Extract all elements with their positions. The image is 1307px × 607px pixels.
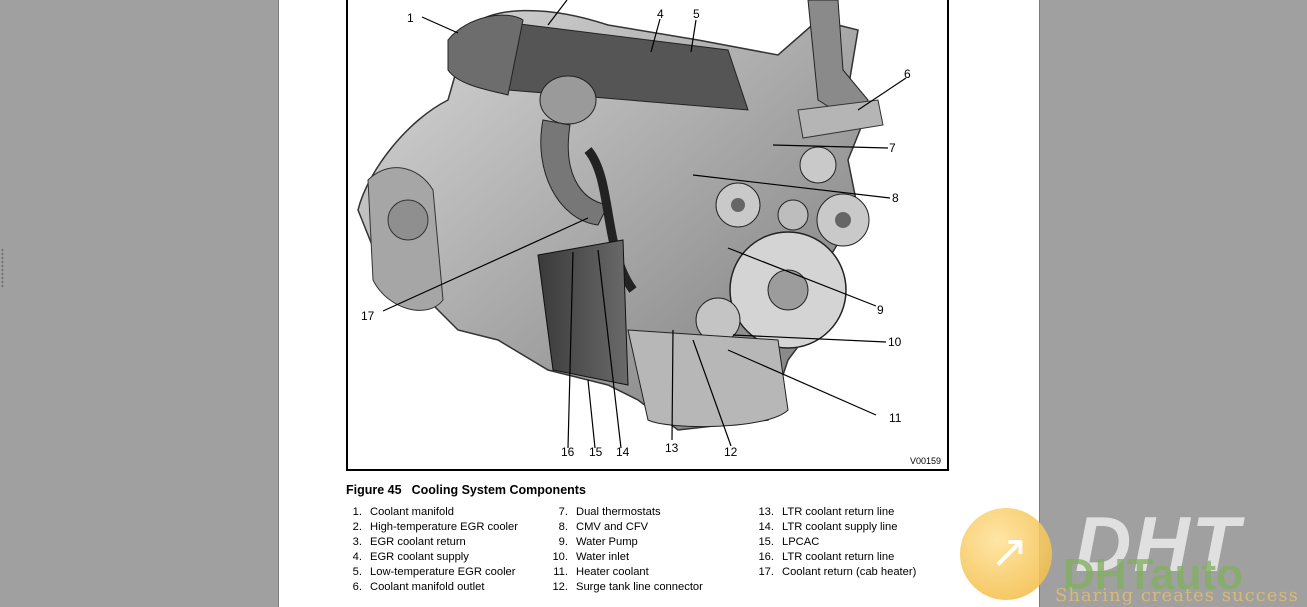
legend-number: 2. xyxy=(352,521,362,533)
callout-4: 4 xyxy=(657,7,664,21)
legend-text: EGR coolant supply xyxy=(370,551,469,563)
callout-12: 12 xyxy=(724,445,738,459)
legend-number: 10. xyxy=(552,551,568,563)
legend-item: 10. Water inlet xyxy=(546,550,703,565)
logo-circle: ↗ xyxy=(960,508,1052,600)
legend-item: 4. EGR coolant supply xyxy=(340,550,518,565)
callout-16: 16 xyxy=(561,445,575,459)
callout-7: 7 xyxy=(889,141,896,155)
legend-number: 8. xyxy=(558,521,568,533)
callout-1: 1 xyxy=(407,11,414,25)
legend-text: Coolant manifold outlet xyxy=(370,581,485,593)
legend-item: 8. CMV and CFV xyxy=(546,520,703,535)
viewer-right-margin xyxy=(1040,0,1307,607)
arrow-up-right-icon: ↗ xyxy=(990,525,1029,577)
legend-item: 2. High-temperature EGR cooler xyxy=(340,520,518,535)
legend-number: 14. xyxy=(758,521,774,533)
legend-text: LTR coolant return line xyxy=(782,551,895,563)
legend-text: LPCAC xyxy=(782,536,820,548)
legend-item: 17. Coolant return (cab heater) xyxy=(752,565,916,580)
legend-text: Surge tank line connector xyxy=(576,581,703,593)
callout-9: 9 xyxy=(877,303,884,317)
callout-13: 13 xyxy=(665,441,679,455)
legend-text: Coolant return (cab heater) xyxy=(782,566,917,578)
legend-text: LTR coolant supply line xyxy=(782,521,898,533)
callout-6: 6 xyxy=(904,67,911,81)
legend-number: 1. xyxy=(352,506,362,518)
legend-text: CMV and CFV xyxy=(576,521,649,533)
legend-item: 1. Coolant manifold xyxy=(340,505,518,520)
callout-15: 15 xyxy=(589,445,603,459)
legend-number: 13. xyxy=(758,506,774,518)
legend-text: Low-temperature EGR cooler xyxy=(370,566,516,578)
legend-column-3: 13. LTR coolant return line 14. LTR coolan… xyxy=(752,505,916,580)
legend-item: 15. LPCAC xyxy=(752,535,916,550)
legend-item: 13. LTR coolant return line xyxy=(752,505,916,520)
legend-item: 6. Coolant manifold outlet xyxy=(340,580,518,595)
legend-number: 15. xyxy=(758,536,774,548)
legend-item: 14. LTR coolant supply line xyxy=(752,520,916,535)
legend-number: 6. xyxy=(352,581,362,593)
legend-number: 7. xyxy=(558,506,568,518)
legend-number: 16. xyxy=(758,551,774,563)
callout-10: 10 xyxy=(888,335,902,349)
legend-item: 5. Low-temperature EGR cooler xyxy=(340,565,518,580)
callout-11: 11 xyxy=(889,411,902,425)
legend-item: 9. Water Pump xyxy=(546,535,703,550)
legend-number: 12. xyxy=(552,581,568,593)
engine-illustration xyxy=(357,0,907,449)
watermark-brand: DHT xyxy=(1063,550,1151,599)
legend-column-1: 1. Coolant manifold 2. High-temperature EG… xyxy=(340,505,518,595)
legend-number: 5. xyxy=(352,566,362,578)
engine-figure: 1 4 5 6 7 8 9 10 11 12 13 14 15 16 17 V0… xyxy=(346,0,949,471)
legend-text: Water inlet xyxy=(576,551,630,563)
legend-text: EGR coolant return xyxy=(370,536,466,548)
legend-item: 3. EGR coolant return xyxy=(340,535,518,550)
caption-title: Cooling System Components xyxy=(411,483,586,497)
watermark-small-text: DHTauto xyxy=(1063,550,1243,600)
legend-text: LTR coolant return line xyxy=(782,506,895,518)
legend-column-2: 7. Dual thermostats 8. CMV and CFV 9. Water… xyxy=(546,505,703,595)
legend-item: 11. Heater coolant xyxy=(546,565,703,580)
viewer-left-margin xyxy=(0,0,278,607)
figure-caption: Figure 45 Cooling System Components xyxy=(346,483,586,497)
legend-item: 7. Dual thermostats xyxy=(546,505,703,520)
legend-number: 17. xyxy=(758,566,774,578)
legend-number: 3. xyxy=(352,536,362,548)
figure-id: V00159 xyxy=(909,456,941,466)
watermark-logo: ↗ DHT DHTauto Sharing creates success xyxy=(955,500,1305,607)
legend-text: Coolant manifold xyxy=(370,506,454,518)
callout-8: 8 xyxy=(892,191,899,205)
legend-item: 16. LTR coolant return line xyxy=(752,550,916,565)
caption-number: Figure 45 xyxy=(346,483,402,497)
callout-14: 14 xyxy=(616,445,630,459)
callout-5: 5 xyxy=(693,7,700,21)
legend-item: 12. Surge tank line connector xyxy=(546,580,703,595)
watermark-tagline: Sharing creates success xyxy=(1055,585,1299,606)
watermark-suffix: auto xyxy=(1150,550,1244,599)
legend-number: 4. xyxy=(352,551,362,563)
legend-text: Heater coolant xyxy=(576,566,649,578)
callout-17: 17 xyxy=(361,309,375,323)
legend-text: Water Pump xyxy=(576,536,638,548)
watermark-big-text: DHT xyxy=(1075,500,1242,588)
resize-grip[interactable] xyxy=(1,248,4,288)
legend-text: Dual thermostats xyxy=(576,506,661,518)
legend-number: 9. xyxy=(558,536,568,548)
legend-number: 11. xyxy=(553,566,568,578)
legend-text: High-temperature EGR cooler xyxy=(370,521,518,533)
